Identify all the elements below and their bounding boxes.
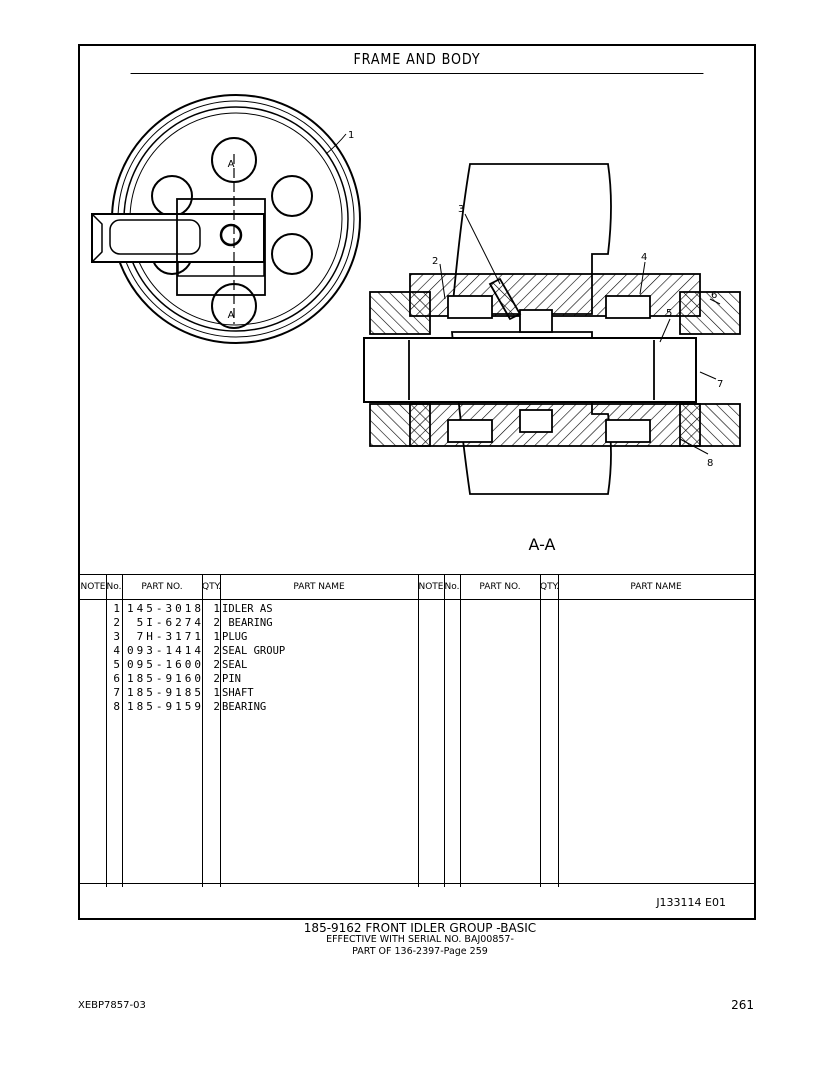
callout-2: 2 [432,256,438,267]
part-name: SHAFT [222,687,254,699]
parts-sheet: FRAME AND BODY [78,44,756,920]
column-divider [106,575,107,887]
header-qty: QTY. [202,582,222,592]
row-number: 7 [113,686,120,699]
part-number: 7H-3171 [136,630,204,643]
column-divider [460,575,461,887]
idler-section-view [363,163,741,495]
part-name: PLUG [222,631,248,643]
callout-5: 5 [666,308,672,319]
column-divider [444,575,445,887]
header-part-no: PART NO. [141,582,183,592]
column-divider [220,575,221,887]
view-label: A-A [529,535,556,554]
quantity: 2 [213,700,220,713]
idler-front-view [91,94,361,344]
quantity: 2 [213,672,220,685]
header-note: NOTE [80,582,106,592]
part-number: 095-1600 [127,658,204,671]
header-part-name-2: PART NAME [630,582,682,592]
quantity: 1 [213,630,220,643]
callout-1: 1 [348,130,354,141]
row-number: 6 [113,672,120,685]
header-part-name: PART NAME [293,582,345,592]
column-divider [122,575,123,887]
row-number: 3 [113,630,120,643]
quantity: 2 [213,644,220,657]
page-number: 261 [731,998,754,1012]
header-no: No. [106,582,122,592]
callout-leaders [325,133,721,455]
drawing-reference: J133114 E01 [80,883,754,918]
row-number: 2 [113,616,120,629]
callout-3: 3 [458,204,464,215]
reference-code: J133114 E01 [656,896,726,909]
parent-caption: PART OF 136-2397-Page 259 [352,946,488,957]
column-divider [418,575,419,887]
header-note-2: NOTE [418,582,444,592]
quantity: 2 [213,658,220,671]
document-id: XEBP7857-03 [78,1000,146,1011]
quantity: 1 [213,686,220,699]
part-name: BEARING [222,701,267,713]
parts-table: NOTE No. PART NO. QTY. PART NAME NOTE No… [80,574,754,887]
part-number: 145-3018 [127,602,204,615]
table-header: NOTE No. PART NO. QTY. PART NAME NOTE No… [80,575,754,600]
quantity: 2 [213,616,220,629]
section-title: FRAME AND BODY [130,46,704,74]
part-name: BEARING [222,617,273,629]
part-number: 185-9185 [127,686,204,699]
part-number: 093-1414 [127,644,204,657]
section-marker-top: A [228,159,235,170]
part-number: 5I-6274 [136,616,204,629]
serial-caption: EFFECTIVE WITH SERIAL NO. BAJ00857- [326,934,514,945]
section-marker-bottom: A [228,310,235,321]
part-name: SEAL GROUP [222,645,286,657]
quantity: 1 [213,602,220,615]
column-divider [540,575,541,887]
part-name: SEAL [222,659,248,671]
row-number: 5 [113,658,120,671]
row-number: 8 [113,700,120,713]
row-number: 4 [113,644,120,657]
row-number: 1 [113,602,120,615]
callout-7: 7 [717,379,723,390]
group-caption: 185-9162 FRONT IDLER GROUP -BASIC [303,921,537,935]
callout-8: 8 [707,458,713,469]
part-name: IDLER AS [222,603,273,615]
column-divider [202,575,203,887]
column-divider [558,575,559,887]
exploded-view-drawing: A A [91,94,741,554]
callout-4: 4 [641,252,647,263]
header-no-2: No. [444,582,460,592]
part-name: PIN [222,673,241,685]
part-number: 185-9159 [127,700,204,713]
header-qty-2: QTY. [540,582,560,592]
header-part-no-2: PART NO. [479,582,521,592]
part-number: 185-9160 [127,672,204,685]
callout-6: 6 [711,290,717,301]
